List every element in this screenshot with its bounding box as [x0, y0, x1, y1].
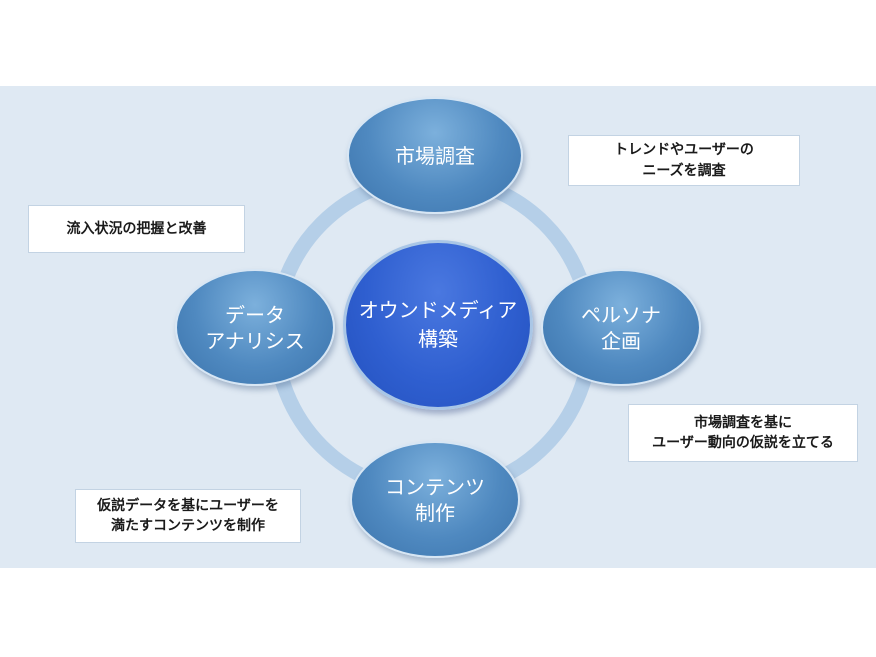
note-data-analysis: 流入状況の把握と改善 [28, 205, 245, 253]
node-data-analysis: データ アナリシス [175, 269, 335, 386]
note-market-research: トレンドやユーザーの ニーズを調査 [568, 135, 800, 186]
node-market-research: 市場調査 [347, 97, 523, 214]
note-persona-planning: 市場調査を基に ユーザー動向の仮説を立てる [628, 404, 858, 462]
note-content-production: 仮説データを基にユーザーを 満たすコンテンツを制作 [75, 489, 301, 543]
node-persona-planning: ペルソナ 企画 [541, 269, 701, 386]
center-node-owned-media: オウンドメディア 構築 [343, 240, 533, 410]
node-content-production: コンテンツ 制作 [350, 441, 520, 558]
